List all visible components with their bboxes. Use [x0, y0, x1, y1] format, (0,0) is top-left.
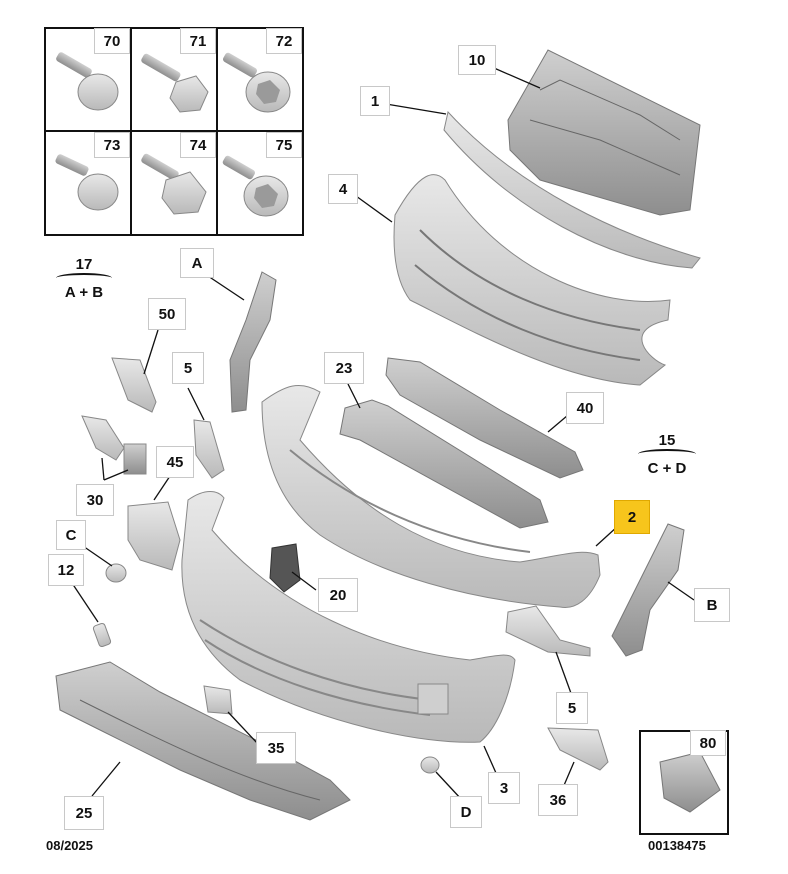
screw-73-icon: [55, 154, 119, 211]
label-4: 4: [328, 174, 358, 204]
label-71: 71: [180, 28, 216, 54]
part-B-bracket: [611, 523, 685, 657]
part-A-bracket: [229, 271, 277, 413]
part-50-bracket: [111, 357, 157, 413]
ref-code: 00138475: [648, 838, 706, 853]
label-25: 25: [64, 796, 104, 830]
part-12-plug: [92, 622, 112, 648]
part-30-pieces: [81, 415, 147, 475]
part-35-plate: [203, 685, 233, 715]
label-72: 72: [266, 28, 302, 54]
group-15-members: C + D: [647, 460, 687, 477]
part-3-lower-bumper: [181, 491, 516, 743]
group-15-number: 15: [658, 432, 676, 449]
part-20-badge: [269, 543, 301, 593]
part-10-support-panel: [507, 49, 701, 216]
bolt-75-icon: [222, 155, 289, 217]
group-17-brace: [56, 273, 112, 283]
label-5-left: 5: [172, 352, 204, 384]
part-5-clip-left: [193, 419, 225, 479]
bolt-71-icon: [141, 53, 209, 113]
label-50: 50: [148, 298, 186, 330]
part-D-clip: [420, 756, 440, 774]
part-25-undertray: [55, 661, 351, 821]
label-B: B: [694, 588, 730, 622]
group-17-members: A + B: [64, 284, 104, 301]
label-3: 3: [488, 772, 520, 804]
label-D: D: [450, 796, 482, 828]
label-2: 2: [614, 500, 650, 534]
label-70: 70: [94, 28, 130, 54]
label-A: A: [180, 248, 214, 278]
label-74: 74: [180, 132, 216, 158]
label-10: 10: [458, 45, 496, 75]
label-75: 75: [266, 132, 302, 158]
part-5-clip-right: [505, 605, 591, 657]
date-code: 08/2025: [46, 838, 93, 853]
label-C: C: [56, 520, 86, 550]
group-17-number: 17: [75, 256, 93, 273]
group-15-brace: [638, 449, 696, 459]
label-30: 30: [76, 484, 114, 516]
screw-70-icon: [56, 52, 119, 111]
group-17: 17 A + B: [52, 256, 116, 301]
part-40-absorber: [385, 357, 584, 479]
part-C-clip: [105, 563, 127, 583]
part-36-cover: [547, 727, 609, 771]
bolt-74-icon: [141, 153, 207, 215]
label-23: 23: [324, 352, 364, 384]
part-2-upper-bumper: [261, 384, 601, 609]
label-36: 36: [538, 784, 578, 816]
label-12: 12: [48, 554, 84, 586]
label-35: 35: [256, 732, 296, 764]
label-40: 40: [566, 392, 604, 424]
part-1-grille-strip: [443, 110, 701, 269]
bolt-72-icon: [223, 52, 291, 113]
label-5-right: 5: [556, 692, 588, 724]
part-23-bumper-beam: [339, 399, 549, 529]
label-20: 20: [318, 578, 358, 612]
part-4-grille-frame: [393, 174, 671, 386]
group-15: 15 C + D: [634, 432, 700, 477]
label-80: 80: [690, 730, 726, 756]
label-1: 1: [360, 86, 390, 116]
label-45: 45: [156, 446, 194, 478]
part-45-trim: [127, 501, 181, 571]
label-73: 73: [94, 132, 130, 158]
